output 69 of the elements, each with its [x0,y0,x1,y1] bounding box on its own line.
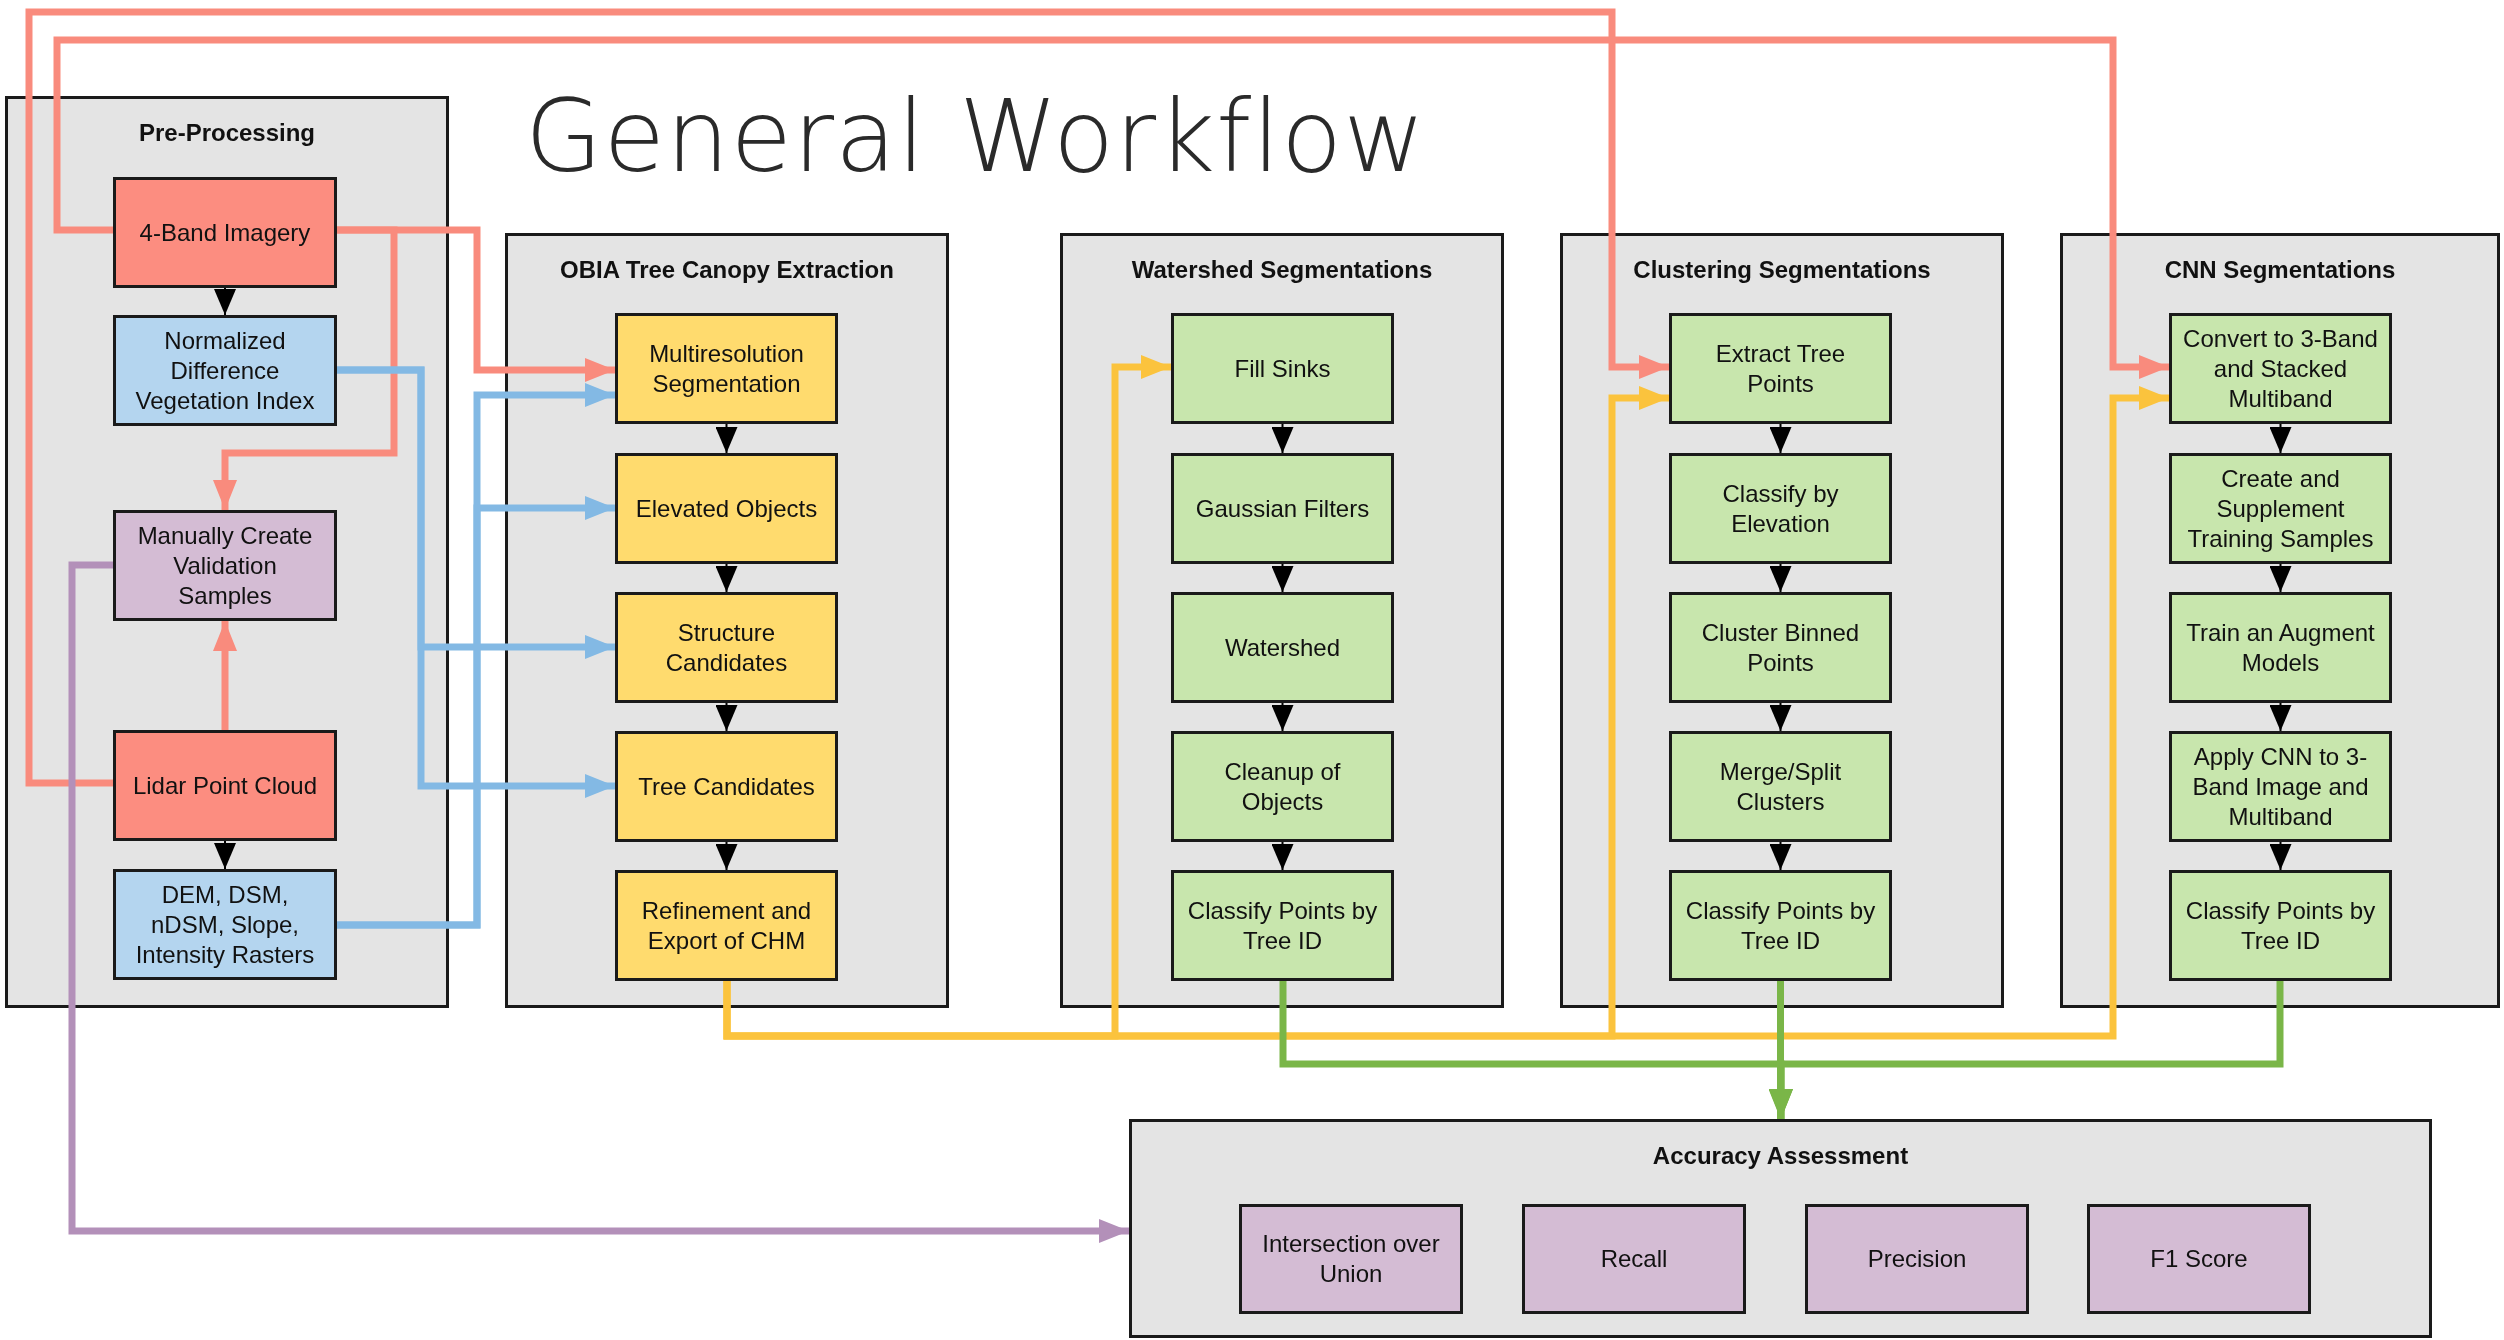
arrow [1769,563,1792,593]
arrow [68,561,1129,1243]
process-box: Lidar Point Cloud [113,730,337,841]
process-box: Normalized Difference Vegetation Index [113,315,337,426]
process-box: Precision [1805,1204,2029,1314]
process-box: Recall [1522,1204,1746,1314]
arrow [2269,563,2292,593]
arrow [1271,702,1294,732]
process-box: Classify Points by Tree ID [2169,870,2392,981]
process-box: Train an Augment Models [2169,592,2392,703]
process-box: Apply CNN to 3-Band Image and Multiband [2169,731,2392,842]
arrow [2269,702,2292,732]
arrow [1271,423,1294,454]
group-panel [5,96,449,1008]
arrow [25,8,1669,787]
arrow [1769,981,2284,1119]
process-box: Classify by Elevation [1669,453,1892,564]
arrow [1271,841,1294,871]
group-panel [505,233,949,1008]
process-box: Elevated Objects [615,453,838,564]
process-box: Classify Points by Tree ID [1669,870,1892,981]
arrow [1271,563,1294,593]
process-box: Multiresolution Segmentation [615,313,838,424]
process-box: Intersection over Union [1239,1204,1463,1314]
arrow [337,496,615,929]
arrow [213,621,237,730]
panel-heading: Pre-Processing [138,119,316,146]
process-box: 4-Band Imagery [113,177,337,288]
arrow [715,423,738,454]
arrow [723,386,2169,1040]
process-box: F1 Score [2087,1204,2311,1314]
process-box: Watershed [1171,592,1394,703]
arrow [214,287,236,316]
arrow [213,226,398,510]
arrow [214,840,236,870]
arrow [2269,841,2292,871]
arrow [53,36,2169,379]
arrow [2269,423,2292,454]
panel-heading: CNN Segmentations [2164,256,2396,283]
panel-heading: Watershed Segmentations [1131,256,1433,283]
panel-heading: OBIA Tree Canopy Extraction [560,256,894,283]
arrow [1769,423,1792,454]
process-box: Tree Candidates [615,731,838,842]
group-panel [1129,1119,2432,1338]
arrow [1769,841,1792,871]
panel-heading: Clustering Segmentations [1633,256,1931,283]
process-box: Cluster Binned Points [1669,592,1892,703]
process-box: Extract Tree Points [1669,313,1892,424]
arrow [1769,702,1792,732]
process-box: Merge/Split Clusters [1669,731,1892,842]
group-panel [2060,233,2500,1008]
process-box: Manually Create Validation Samples [113,510,337,621]
group-panel [1560,233,2004,1008]
process-box: Structure Candidates [615,592,838,703]
process-box: Refinement and Export of CHM [615,870,838,981]
process-box: Convert to 3-Band and Stacked Multiband [2169,313,2392,424]
process-box: DEM, DSM, nDSM, Slope, Intensity Rasters [113,869,337,980]
process-box: Classify Points by Tree ID [1171,870,1394,981]
arrow [715,841,738,871]
process-box: Cleanup of Objects [1171,731,1394,842]
arrow [715,563,738,593]
process-box: Gaussian Filters [1171,453,1394,564]
process-box: Fill Sinks [1171,313,1394,424]
arrow [337,366,615,798]
arrow [715,702,738,732]
group-panel [1060,233,1504,1008]
process-box: Create and Supplement Training Samples [2169,453,2392,564]
diagram-title: General Workflow [525,78,1427,195]
panel-heading: Accuracy Assessment [1652,1142,1909,1169]
